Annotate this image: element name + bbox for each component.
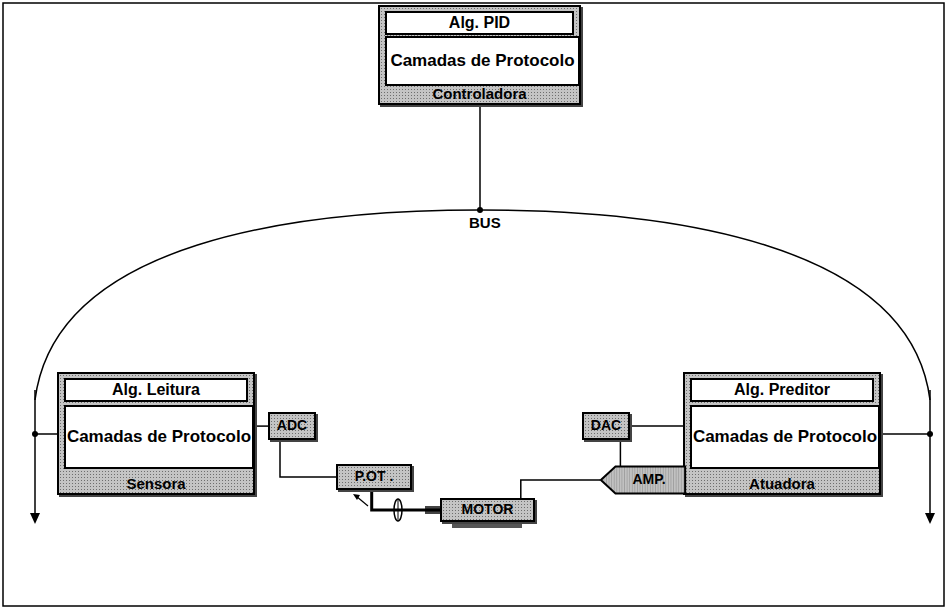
box-label: Alg. Preditor	[734, 381, 830, 399]
connector	[280, 440, 336, 477]
algorithm-box: Alg. Preditor	[690, 378, 874, 402]
bus-arrow	[925, 513, 935, 524]
sensor-board: Sensora Alg. LeituraCamadas de Protocolo	[57, 372, 255, 495]
controller-board: Controladora Alg. PID Camadas de Protocolo	[378, 5, 581, 105]
box-label: ADC	[277, 418, 307, 433]
connector	[255, 425, 268, 427]
bus-tap	[881, 433, 930, 435]
box-label: MOTOR	[462, 502, 514, 517]
bus-label: BUS	[466, 214, 504, 231]
algorithm-box: Alg. PID	[385, 11, 574, 35]
box-label: Camadas de Protocolo	[693, 428, 877, 447]
adc-box: ADC	[268, 412, 316, 440]
motor-box: MOTOR	[440, 498, 535, 522]
bus-line	[929, 390, 931, 515]
box-label: P.OT .	[355, 469, 394, 484]
potentiometer-box: P.OT .	[336, 464, 412, 490]
box-label: Camadas de Protocolo	[67, 428, 251, 447]
bus-junction	[477, 207, 483, 213]
frame	[3, 3, 944, 606]
algorithm-box: Alg. Leitura	[64, 378, 248, 402]
pot-wiper	[353, 494, 360, 500]
dac-box: DAC	[582, 412, 630, 440]
protocol-box: Camadas de Protocolo	[385, 36, 580, 86]
box-label: Alg. Leitura	[112, 381, 200, 399]
connector	[372, 490, 440, 510]
protocol-box: Camadas de Protocolo	[64, 405, 254, 469]
box-label: Camadas de Protocolo	[390, 52, 574, 71]
board-name: Sensora	[59, 476, 253, 493]
box-label: DAC	[591, 418, 621, 433]
bus-tap	[479, 105, 481, 210]
box-label: AMP.	[620, 472, 665, 487]
amplifier-outline	[601, 467, 685, 494]
motor-base	[452, 522, 522, 528]
amplifier-box: AMP.	[600, 466, 686, 494]
board-name: Atuadora	[685, 476, 879, 493]
actuator-board: Atuadora Alg. PreditorCamadas de Protocol…	[683, 372, 881, 495]
connector	[630, 425, 683, 427]
protocol-box: Camadas de Protocolo	[690, 405, 880, 469]
box-label: Alg. PID	[449, 14, 510, 32]
bus-arrow	[30, 513, 40, 524]
bus-tap	[35, 433, 57, 435]
connector	[620, 440, 622, 466]
connector	[521, 480, 600, 498]
board-name: Controladora	[380, 86, 579, 103]
bus-line	[34, 390, 36, 515]
